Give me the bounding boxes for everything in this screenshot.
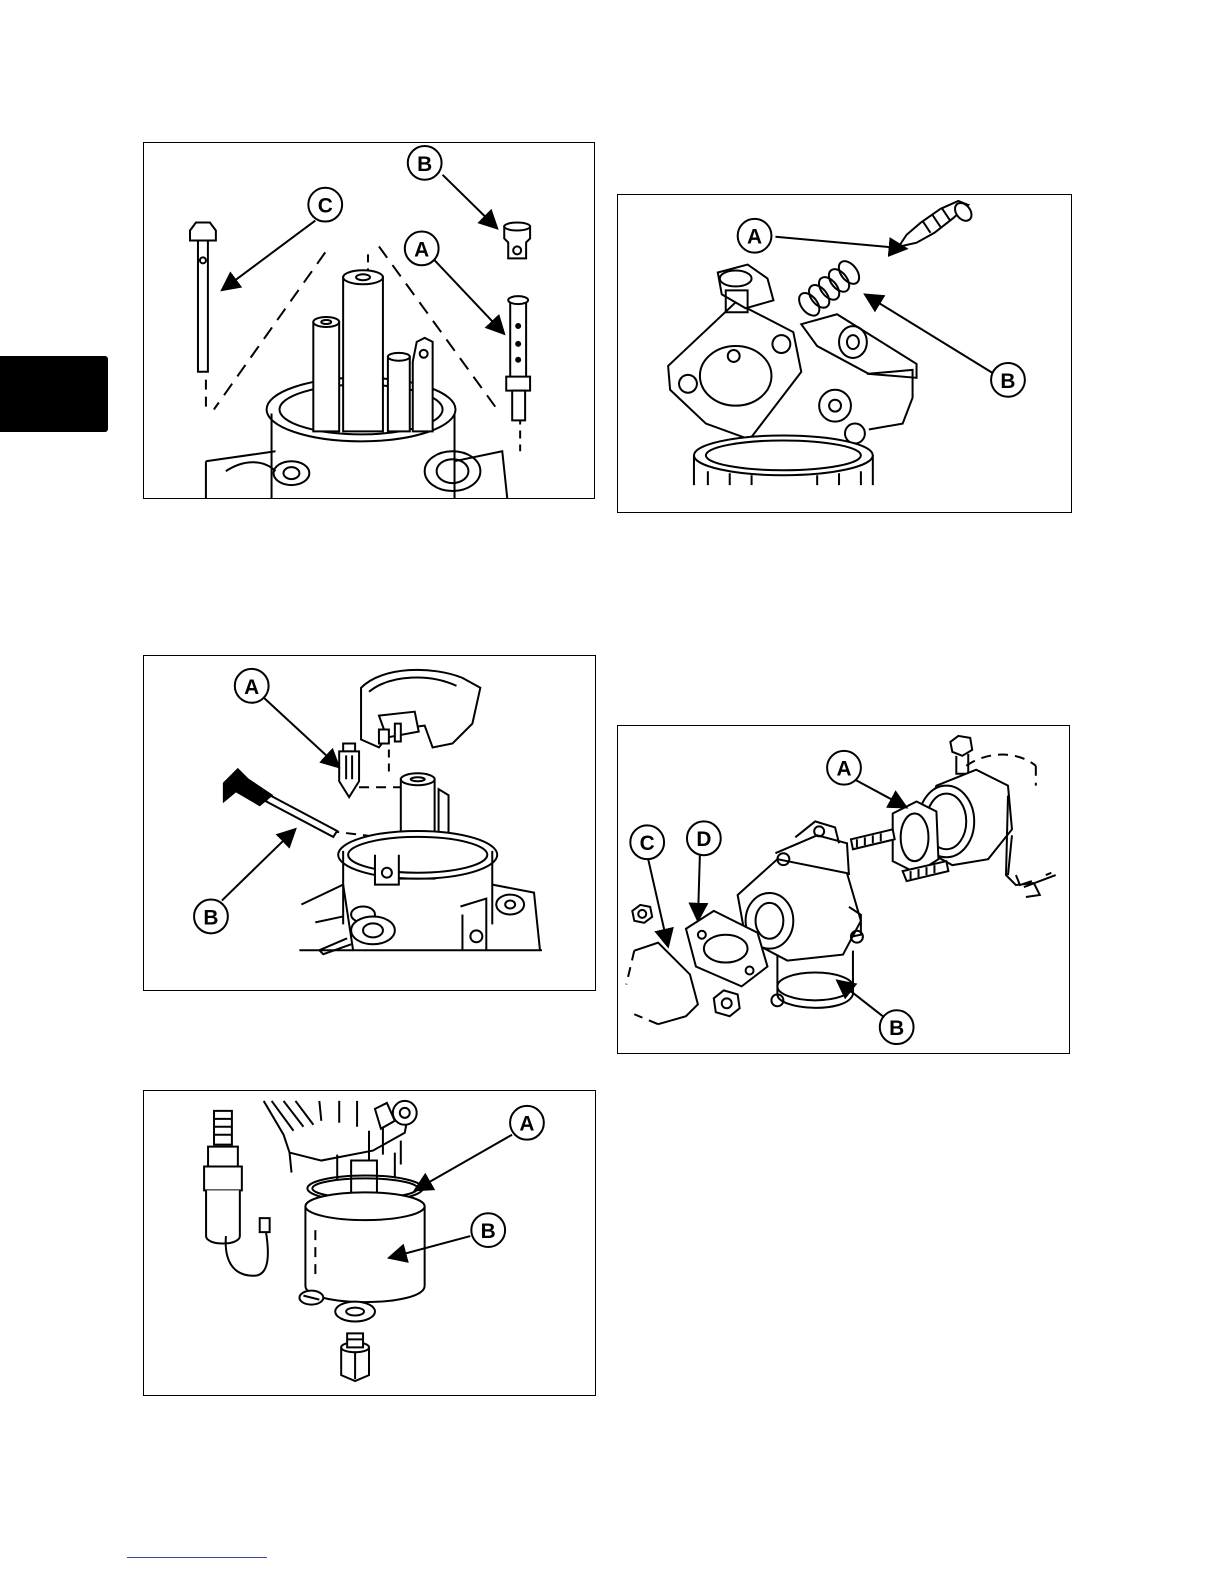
callout-label: A [519,1113,534,1136]
section-tab [0,356,108,432]
callout-label: B [481,1220,496,1243]
figure-jets: C B A [143,142,595,499]
figure-mixture-screw-illustration: A B [618,195,1071,512]
figure-mixture-screw: A B [617,194,1072,513]
callout-label: B [203,906,218,929]
callout-label: A [836,758,851,781]
footer-rule [127,1557,267,1558]
callout-label: A [244,676,259,699]
callout-label: B [417,153,432,176]
callout-label: C [640,832,655,855]
callout-label: D [696,828,711,851]
figure-float-needle-illustration: A B [144,656,595,990]
figure-float-bowl: A B [143,1090,596,1396]
callout-label: C [318,195,333,218]
callout-label: B [889,1017,904,1040]
figure-float-bowl-illustration: A B [144,1091,595,1395]
callout-label: A [747,226,762,249]
figure-jets-illustration: C B A [144,143,594,498]
figure-carburetor-mounting: A C D B [617,725,1070,1054]
callout-label: B [1000,370,1015,393]
figure-float-needle: A B [143,655,596,991]
callout-label: A [414,238,429,261]
figure-carburetor-mounting-illustration: A C D B [618,726,1069,1053]
